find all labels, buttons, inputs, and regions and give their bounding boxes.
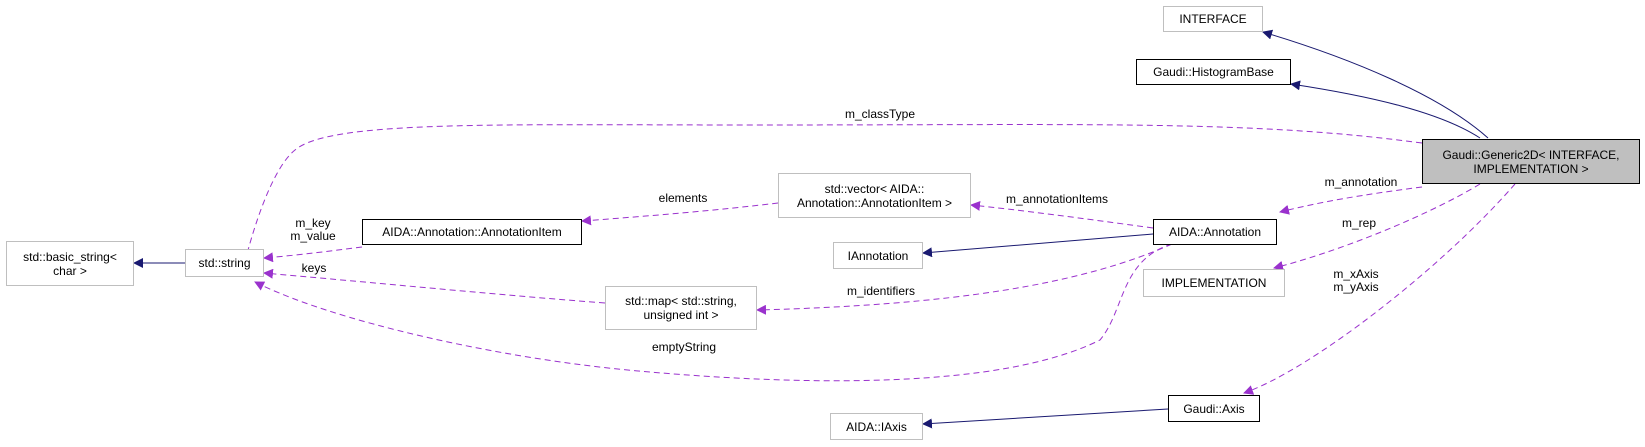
label-elements: elements (658, 191, 708, 205)
label-m-annotationitems: m_annotationItems (1005, 192, 1109, 206)
label-m-annotation: m_annotation (1324, 175, 1398, 189)
node-std-map[interactable]: std::map< std::string, unsigned int > (605, 286, 757, 330)
node-iannotation[interactable]: IAnnotation (833, 242, 923, 269)
edge-generic2d-to-interface (1262, 29, 1489, 139)
label-m-xaxis-m-yaxis: m_xAxis m_yAxis (1333, 267, 1379, 294)
label-m-key-m-value: m_key m_value (290, 216, 336, 243)
edge-keys (263, 268, 606, 304)
edge-generic2d-to-histogrambase (1290, 80, 1481, 139)
edge-elements (581, 202, 779, 226)
edge-m-axes (1243, 183, 1516, 395)
node-annotation-item[interactable]: AIDA::Annotation::AnnotationItem (362, 219, 582, 245)
node-axis[interactable]: Gaudi::Axis (1168, 395, 1260, 422)
node-vector-annotation-items[interactable]: std::vector< AIDA:: Annotation::Annotati… (778, 173, 971, 218)
node-basic-string[interactable]: std::basic_string< char > (6, 241, 134, 286)
label-m-identifiers: m_identifiers (846, 284, 916, 298)
node-std-string[interactable]: std::string (185, 249, 264, 277)
edge-m-annotation (1279, 186, 1423, 215)
node-generic2d[interactable]: Gaudi::Generic2D< INTERFACE, IMPLEMENTAT… (1422, 139, 1640, 184)
node-interface[interactable]: INTERFACE (1163, 6, 1263, 32)
edge-m-key-value (263, 246, 363, 263)
label-emptystring: emptyString (651, 340, 717, 354)
node-histogram-base[interactable]: Gaudi::HistogramBase (1136, 59, 1291, 85)
edge-m-classtype (241, 124, 1423, 267)
edge-emptystring (254, 243, 1173, 382)
edge-axis-to-iaxis (922, 408, 1169, 429)
edge-m-rep (1273, 183, 1481, 271)
label-m-rep: m_rep (1341, 216, 1377, 230)
edge-m-annotationitems (970, 200, 1154, 229)
edge-m-identifiers (756, 243, 1173, 315)
node-iaxis[interactable]: AIDA::IAxis (830, 413, 923, 440)
label-m-classtype: m_classType (844, 107, 916, 121)
label-keys: keys (301, 261, 327, 275)
node-annotation[interactable]: AIDA::Annotation (1153, 219, 1277, 245)
node-implementation[interactable]: IMPLEMENTATION (1143, 269, 1285, 297)
edge-annotation-to-iannotation (922, 233, 1154, 258)
